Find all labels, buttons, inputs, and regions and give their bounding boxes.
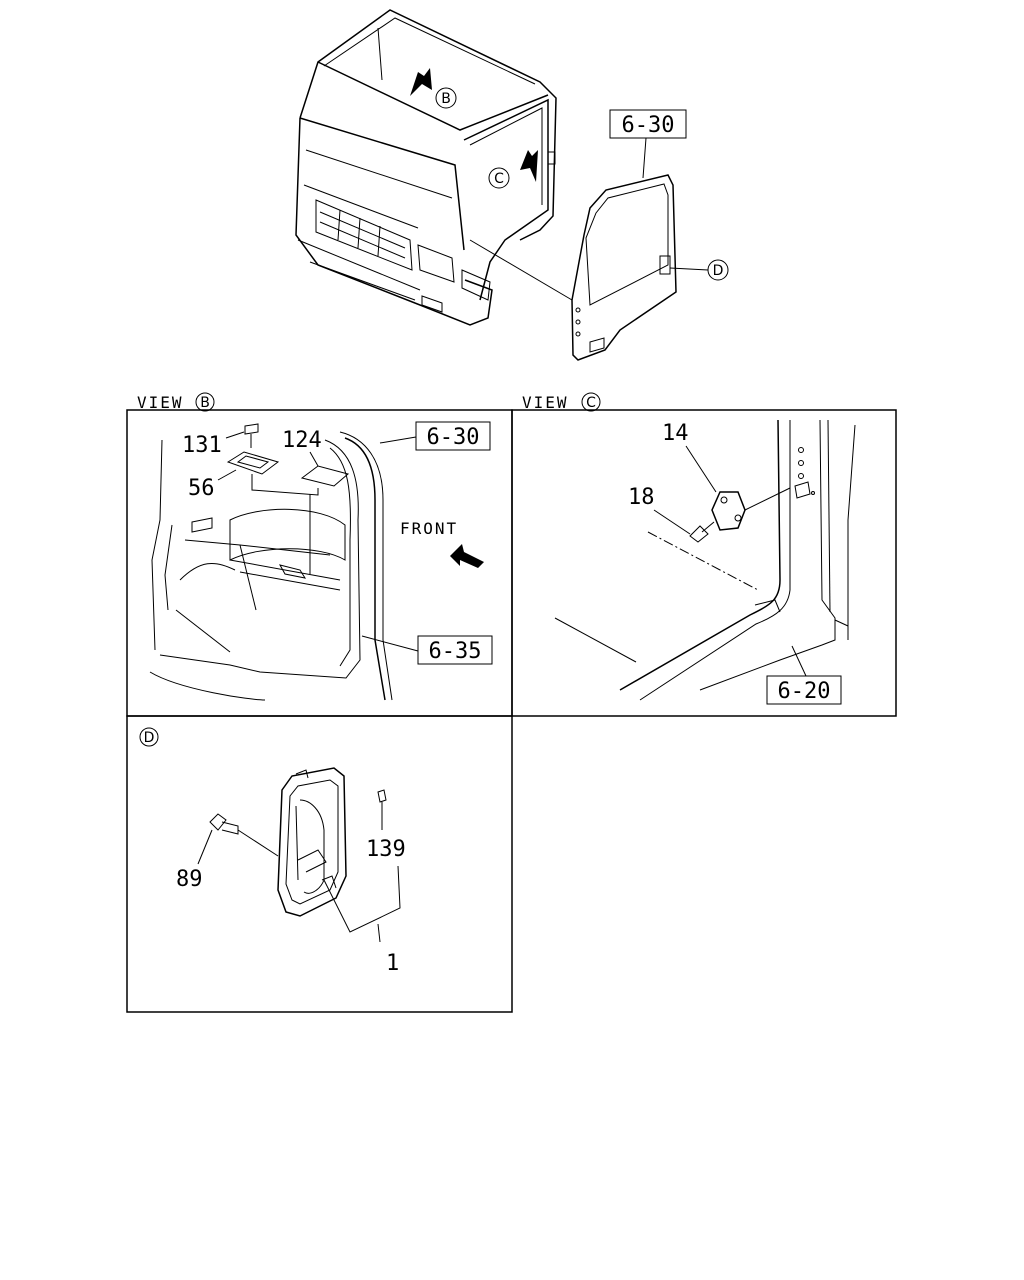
panel-c-ref-6-20: 6-20 — [778, 679, 831, 704]
panel-b-ref-6-35: 6-35 — [429, 639, 482, 664]
door-overview: D 6-30 — [571, 109, 729, 361]
truck-cab-overview: B C — [295, 9, 573, 326]
front-label: FRONT — [400, 519, 458, 538]
part-56-label: 56 — [188, 476, 215, 501]
view-c-title: VIEW — [522, 393, 569, 412]
part-14-label: 14 — [662, 421, 689, 446]
part-124-label: 124 — [282, 428, 322, 453]
view-d-letter: D — [144, 730, 155, 746]
part-1-label: 1 — [386, 951, 399, 976]
part-18-label: 18 — [628, 485, 655, 510]
part-139-label: 139 — [366, 837, 406, 862]
view-c-letter: C — [586, 395, 596, 411]
view-c-marker: C — [494, 171, 504, 187]
panel-view-c: VIEW C 14 18 6-20 — [522, 392, 856, 705]
front-arrow-icon — [450, 544, 484, 568]
panel-frames — [126, 409, 897, 1013]
panel-b-ref-6-30: 6-30 — [427, 425, 480, 450]
door-ref-label: 6-30 — [622, 113, 675, 138]
view-b-title: VIEW — [137, 393, 184, 412]
part-131-label: 131 — [182, 433, 222, 458]
view-d-marker: D — [713, 263, 724, 279]
view-b-letter: B — [200, 395, 210, 411]
view-b-marker: B — [441, 91, 451, 107]
panel-view-b: VIEW B 131 56 124 — [137, 392, 493, 701]
part-89-label: 89 — [176, 867, 203, 892]
panel-view-d: D 89 139 1 — [139, 727, 406, 976]
